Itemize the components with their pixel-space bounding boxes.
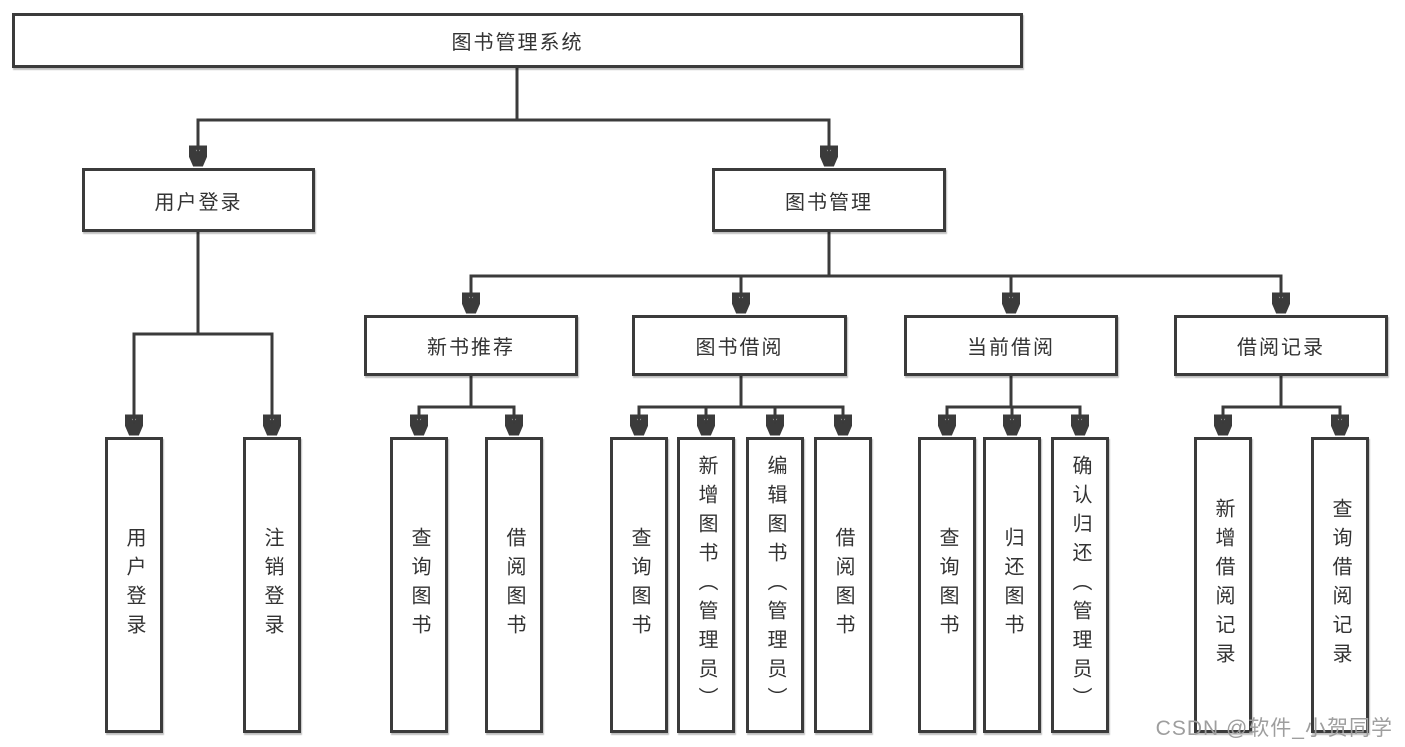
node-book-management: 图书管理	[712, 168, 946, 232]
connector-current-borrow-children	[947, 374, 1080, 433]
connector-user-login-children	[134, 230, 272, 433]
node-book-borrow: 图书借阅	[632, 315, 847, 376]
connector-book-borrow-children	[639, 374, 843, 433]
leaf-return-books: 归还图书	[983, 437, 1041, 733]
node-current-borrow: 当前借阅	[904, 315, 1118, 376]
leaf-logout: 注销登录	[243, 437, 301, 733]
leaf-add-borrow-record: 新增借阅记录	[1194, 437, 1252, 733]
node-library-management-system: 图书管理系统	[12, 13, 1023, 68]
leaf-borrow-books-recommend: 借阅图书	[485, 437, 543, 733]
connector-borrow-records-children	[1223, 374, 1340, 433]
leaf-query-borrow-record: 查询借阅记录	[1311, 437, 1369, 733]
leaf-query-books-borrow: 查询图书	[610, 437, 668, 733]
connector-root-to-level2	[198, 66, 829, 164]
leaf-confirm-return-admin: 确认归还（管理员）	[1051, 437, 1109, 733]
node-borrow-records: 借阅记录	[1174, 315, 1388, 376]
leaf-query-books-recommend: 查询图书	[390, 437, 448, 733]
csdn-watermark: CSDN @软件_小贺同学	[1155, 717, 1393, 740]
leaf-edit-books-admin: 编辑图书（管理员）	[746, 437, 804, 733]
leaf-borrow-books: 借阅图书	[814, 437, 872, 733]
leaf-user-login: 用户登录	[105, 437, 163, 733]
leaf-add-books-admin: 新增图书（管理员）	[677, 437, 735, 733]
node-user-login: 用户登录	[82, 168, 315, 232]
connector-book-management-to-modules	[471, 230, 1281, 311]
node-new-book-recommend: 新书推荐	[364, 315, 578, 376]
connector-new-book-children	[419, 374, 514, 433]
leaf-query-books-current: 查询图书	[918, 437, 976, 733]
